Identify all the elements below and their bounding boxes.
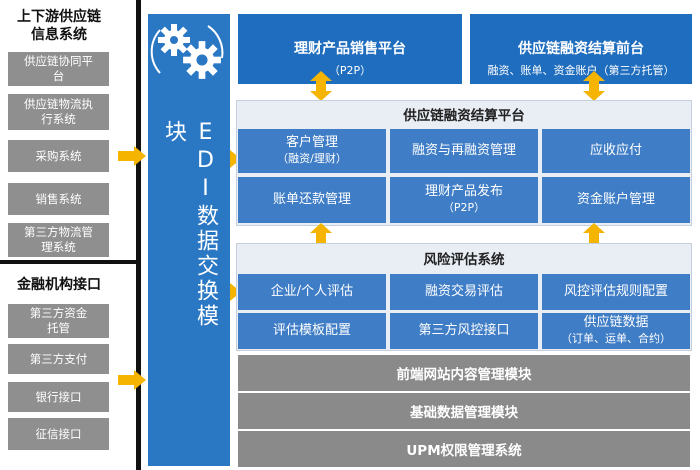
sales-platform-sub: （P2P） (328, 64, 372, 77)
arrow-right-icon (230, 150, 241, 168)
arc-decoration (150, 25, 224, 74)
supply-chain-item: 供应链协同平台 (8, 52, 109, 86)
settlement-cell-billing: 账单还款管理 (238, 177, 386, 223)
cell-label: 资金账户管理 (576, 192, 655, 207)
cell-label: 账单还款管理 (272, 192, 351, 207)
upm-permission-bar: UPM权限管理系统 (238, 431, 690, 467)
settlement-cell-financing: 融资与再融资管理 (390, 129, 538, 173)
arrow-updown-icon (310, 71, 332, 101)
risk-cell-third-party: 第三方风控接口 (390, 313, 538, 349)
frontend-cms-bar: 前端网站内容管理模块 (238, 355, 690, 391)
edi-module-panel (148, 14, 230, 466)
supply-chain-header: 上下游供应链信息系统 (17, 9, 101, 43)
cell-label: 融资交易评估 (424, 284, 503, 299)
supply-chain-item: 第三方物流管理系统 (8, 223, 109, 257)
arrow-updown-icon (583, 71, 605, 101)
cell-sublabel: （P2P） (442, 201, 486, 214)
settlement-frontend-sub: 融资、账单、资金账户（第三方托管） (487, 64, 675, 77)
finance-item: 第三方支付 (8, 344, 109, 374)
settlement-frontend-title: 供应链融资结算前台 (518, 41, 644, 57)
risk-cell-enterprise: 企业/个人评估 (238, 274, 386, 310)
arrow-right-icon (230, 283, 241, 301)
cell-label: 风控评估规则配置 (563, 284, 668, 299)
left-divider-line (136, 0, 141, 470)
settlement-cell-customer: 客户管理 （融资/理财） (238, 129, 386, 173)
cell-label: 理财产品发布 (424, 184, 503, 199)
risk-cell-supply-data: 供应链数据 （订单、运单、合约） (542, 313, 690, 349)
risk-system-title: 风险评估系统 (423, 252, 505, 268)
supply-chain-item: 销售系统 (8, 183, 109, 215)
cell-label: 第三方风控接口 (418, 323, 510, 338)
gear-icon (158, 24, 190, 56)
cell-label: 评估模板配置 (272, 323, 351, 338)
cell-sublabel: （融资/理财） (277, 152, 347, 165)
finance-item: 第三方资金托管 (8, 304, 109, 338)
cell-sublabel: （订单、运单、合约） (561, 332, 671, 345)
section-divider-line (0, 260, 140, 264)
finance-header: 金融机构接口 (17, 277, 101, 293)
arrow-right-icon (118, 146, 146, 166)
sales-platform-title: 理财产品销售平台 (294, 41, 406, 57)
sales-platform-box: 理财产品销售平台 （P2P） (238, 14, 462, 84)
base-data-bar: 基础数据管理模块 (238, 393, 690, 429)
settlement-cell-account: 资金账户管理 (542, 177, 690, 223)
settlement-platform-title: 供应链融资结算平台 (403, 108, 525, 124)
cell-label: 应收应付 (589, 143, 642, 158)
risk-cell-template: 评估模板配置 (238, 313, 386, 349)
cell-label: 企业/个人评估 (270, 284, 354, 299)
settlement-cell-product-release: 理财产品发布 （P2P） (390, 177, 538, 223)
supply-chain-item: 供应链物流执行系统 (8, 94, 109, 130)
risk-cell-transaction: 融资交易评估 (390, 274, 538, 310)
finance-item: 征信接口 (8, 418, 109, 450)
arrow-right-icon (118, 370, 146, 390)
risk-cell-rules: 风控评估规则配置 (542, 274, 690, 310)
cell-label: 融资与再融资管理 (411, 143, 516, 158)
cell-label: 客户管理 (285, 135, 338, 150)
settlement-frontend-box: 供应链融资结算前台 融资、账单、资金账户（第三方托管） (470, 14, 692, 84)
edi-module-label: EDI数据交换模块 (161, 120, 218, 329)
gear-icon (183, 41, 221, 79)
settlement-cell-receivables: 应收应付 (542, 129, 690, 173)
finance-item: 银行接口 (8, 382, 109, 412)
supply-chain-item: 采购系统 (8, 140, 109, 172)
cell-label: 供应链数据 (583, 315, 649, 330)
